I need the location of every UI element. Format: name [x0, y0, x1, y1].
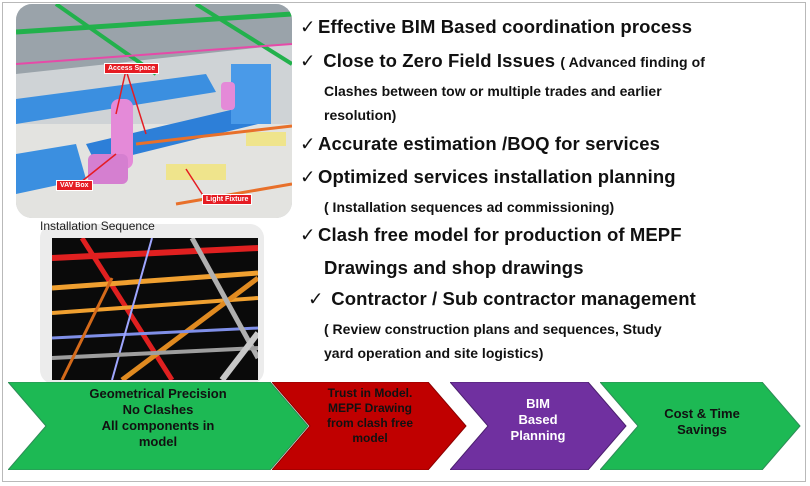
checklist-item-4: ✓Optimized services installation plannin…: [300, 166, 676, 187]
checklist-item-5-line-2: Drawings and shop drawings: [324, 257, 584, 278]
check-icon: ✓: [300, 16, 316, 37]
check-icon: ✓: [300, 224, 316, 245]
arrow-shape: [272, 382, 467, 470]
callout-access-space: Access Space: [104, 63, 160, 74]
installation-render-graphic: [52, 238, 258, 380]
bim-model-image: Access Space VAV Box Light Fixture: [16, 4, 292, 218]
checklist-item-6-detail-2: yard operation and site logistics): [324, 345, 544, 361]
installation-sequence-image: [40, 224, 264, 384]
check-icon: ✓: [308, 288, 324, 309]
process-arrow-cost-time-savings: Cost & Time Savings: [600, 382, 802, 470]
checklist-item-2-detail-1: Clashes between tow or multiple trades a…: [324, 83, 662, 99]
installation-sequence-caption: Installation Sequence: [40, 219, 155, 233]
checklist-item-3: ✓Accurate estimation /BOQ for services: [300, 133, 660, 154]
check-icon: ✓: [300, 166, 316, 187]
process-arrow-trust-in-model: Trust in Model. MEPF Drawing from clash …: [272, 382, 468, 470]
arrow-label: Geometrical Precision No Clashes All com…: [89, 386, 227, 449]
checklist-item-2: ✓ Close to Zero Field Issues ( Advanced …: [300, 50, 706, 71]
checklist-item-2-detail-2: resolution): [324, 107, 397, 123]
checklist-item-1: ✓Effective BIM Based coordination proces…: [300, 16, 693, 37]
checklist-item-4-detail: ( Installation sequences ad commissionin…: [324, 199, 615, 215]
checklist-item-6: ✓ Contractor / Sub contractor management: [308, 288, 696, 309]
checklist-item-5: ✓Clash free model for production of MEPF: [300, 224, 682, 245]
process-arrow-geometrical-precision: Geometrical Precision No Clashes All com…: [8, 382, 310, 470]
arrow-shape: [450, 382, 627, 470]
arrow-label: BIM Based Planning: [510, 396, 566, 443]
callout-vav-box: VAV Box: [56, 180, 93, 191]
arrow-label: Cost & Time Savings: [664, 406, 740, 437]
arrow-label: Trust in Model. MEPF Drawing from clash …: [326, 386, 414, 445]
arrow-shape: [600, 382, 801, 470]
check-icon: ✓: [300, 133, 316, 154]
process-arrow-bim-planning: BIM Based Planning: [450, 382, 628, 470]
check-icon: ✓: [300, 50, 316, 71]
arrow-shape: [8, 382, 309, 470]
callout-light-fixture: Light Fixture: [202, 194, 253, 205]
checklist-item-6-detail-1: ( Review construction plans and sequence…: [324, 321, 662, 337]
